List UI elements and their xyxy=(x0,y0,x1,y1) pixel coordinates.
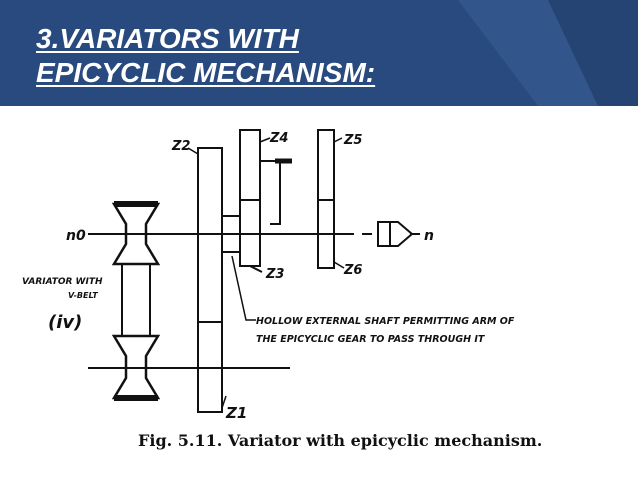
label-n0: n0 xyxy=(66,228,86,244)
label-vbelt: V-BELT xyxy=(68,291,98,300)
leader-z5 xyxy=(333,137,343,143)
upper-pulley xyxy=(111,201,161,266)
leader-z4 xyxy=(259,137,271,143)
slide-title-line-2: EPICYCLIC MECHANISM: xyxy=(36,57,376,88)
slide-title-line-1: 3.VARIATORS WITH xyxy=(36,23,299,54)
label-z4: Z4 xyxy=(269,131,288,146)
gear-z4 xyxy=(239,129,261,201)
slide-header: 3.VARIATORS WITH EPICYCLIC MECHANISM: xyxy=(0,0,638,106)
figure-caption: Fig. 5.11. Variator with epicyclic mecha… xyxy=(138,431,542,450)
label-variator: VARIATOR WITH xyxy=(22,277,103,287)
leader-z2 xyxy=(187,147,199,155)
label-z2: Z2 xyxy=(171,139,190,154)
label-z5: Z5 xyxy=(343,133,362,148)
label-z1: Z1 xyxy=(225,404,247,422)
gear-z6 xyxy=(317,199,335,269)
label-z6: Z6 xyxy=(343,263,362,278)
leader-hollow xyxy=(231,255,256,321)
note-hollow-line1: HOLLOW EXTERNAL SHAFT PERMITTING ARM OF xyxy=(256,316,515,327)
label-iv: (iv) xyxy=(48,312,82,333)
leader-z6 xyxy=(333,261,345,269)
lower-pulley xyxy=(111,334,161,401)
header-decoration xyxy=(458,0,638,106)
header-accent-shape-dark xyxy=(548,0,638,106)
variator-diagram: Z2 Z4 Z5 Z3 Z6 Z1 n0 n VARIATOR WITH V-B… xyxy=(22,129,542,450)
gear-z1 xyxy=(197,321,223,413)
epicyclic-arm xyxy=(260,160,281,225)
output-coupling xyxy=(377,221,414,247)
leader-z1 xyxy=(221,395,227,409)
note-hollow-line2: THE EPICYCLIC GEAR TO PASS THROUGH IT xyxy=(256,334,486,345)
label-z3: Z3 xyxy=(265,267,284,282)
gear-z3-mark xyxy=(249,265,263,273)
gear-z5 xyxy=(317,129,335,201)
slide-title: 3.VARIATORS WITH EPICYCLIC MECHANISM: xyxy=(36,22,375,90)
label-n: n xyxy=(424,228,434,244)
